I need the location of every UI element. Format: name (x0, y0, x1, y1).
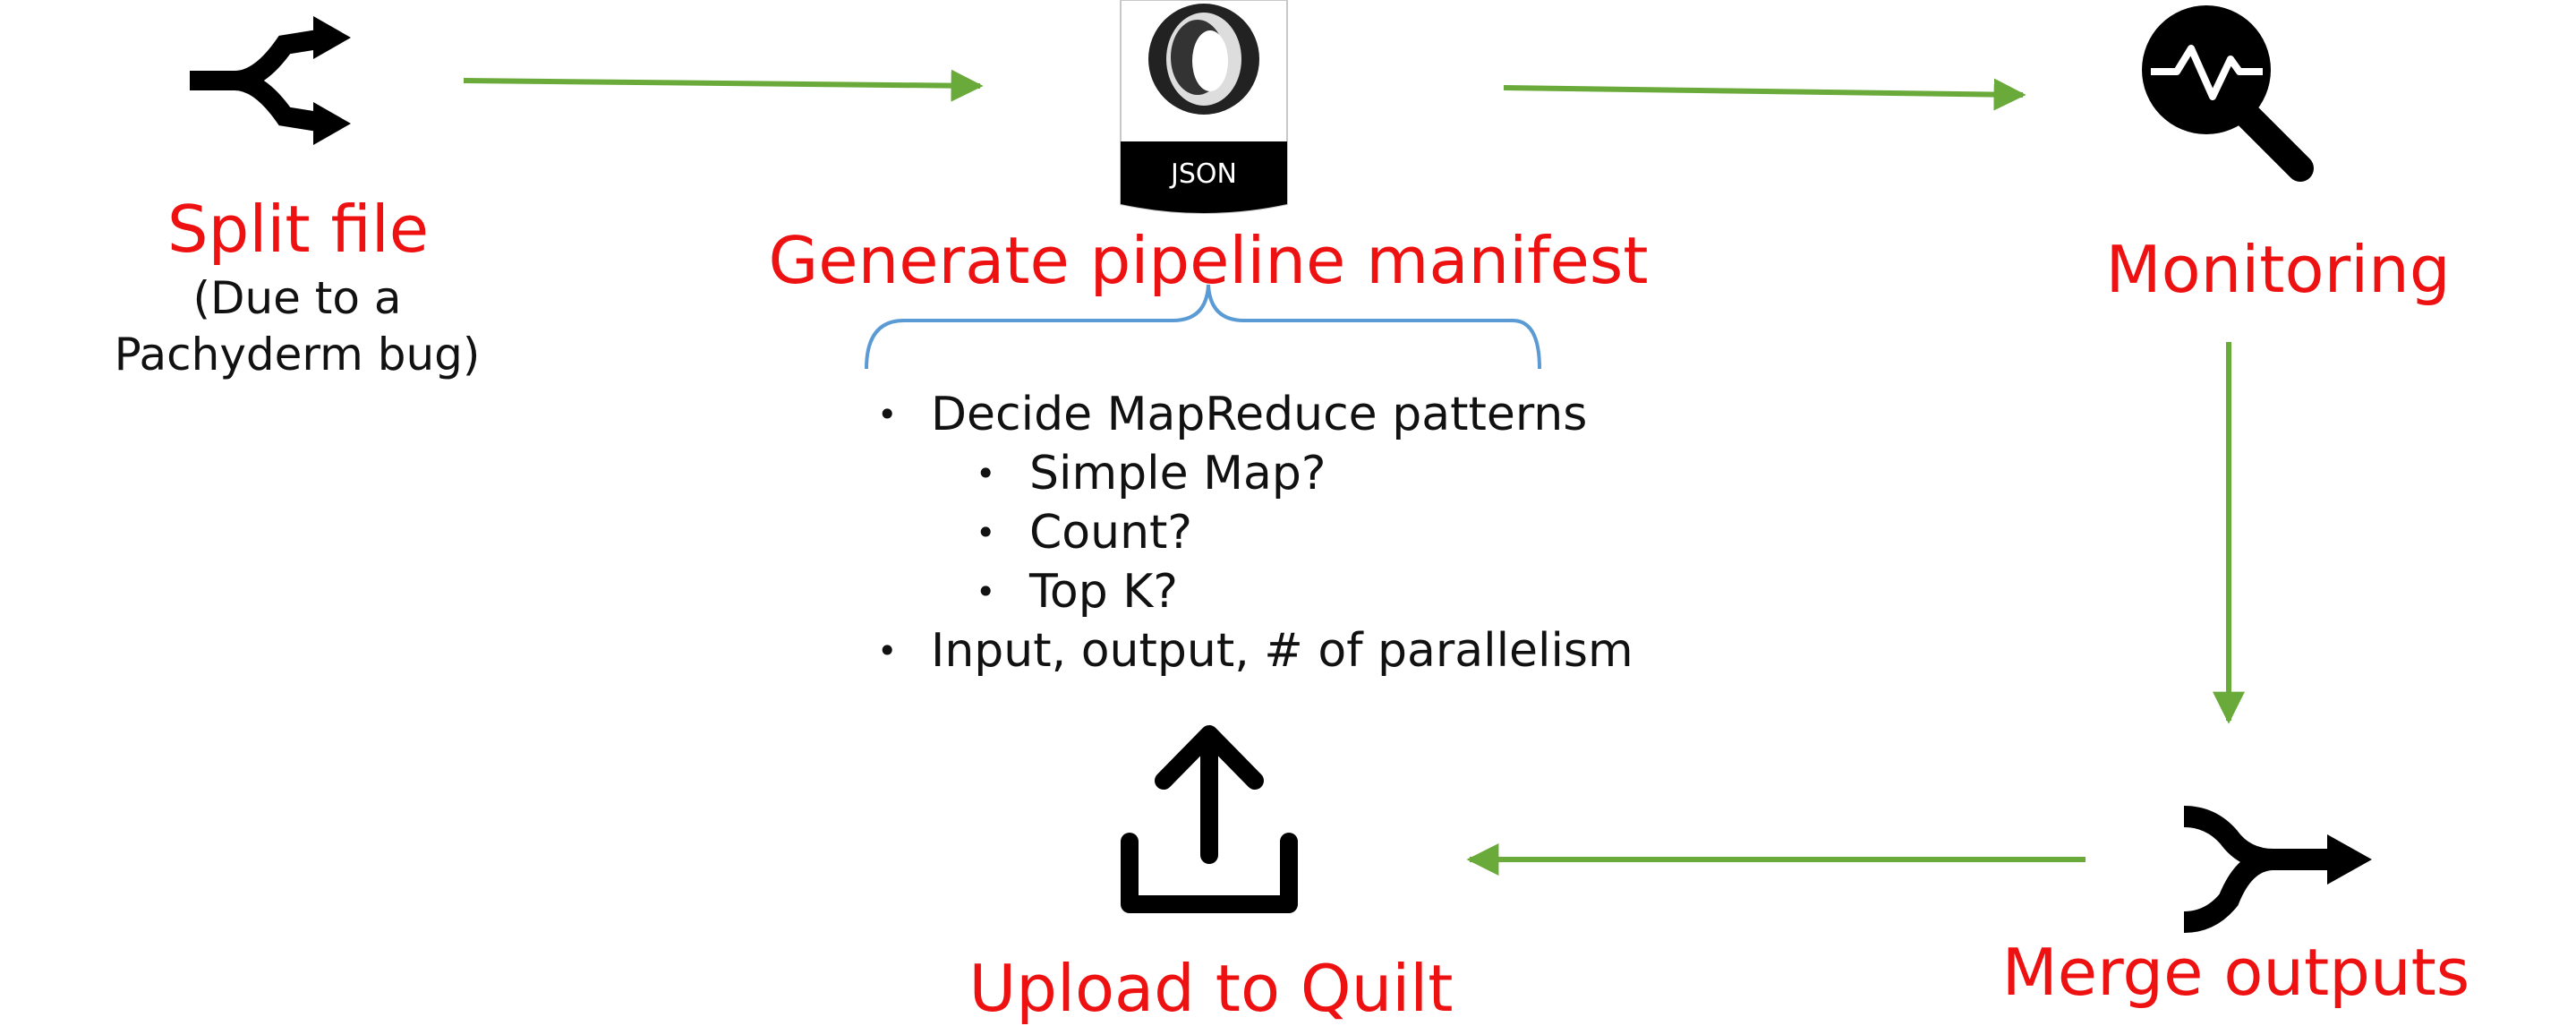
arrow-manifest-to-monitoring (1503, 78, 2026, 111)
split-file-note-line-1: (Due to a (192, 272, 402, 324)
curly-brace (865, 284, 1541, 370)
list-subitem: • Simple Map? (877, 444, 1633, 503)
bullet-icon: • (976, 513, 996, 552)
manifest-details-list: • Decide MapReduce patterns • Simple Map… (877, 385, 1633, 680)
split-file-label: Split file (166, 192, 430, 267)
list-subitem-text: Count? (1029, 506, 1193, 560)
list-item: • Input, output, # of parallelism (877, 621, 1633, 680)
json-file-icon: JSON (1120, 0, 1288, 214)
monitoring-label: Monitoring (2105, 232, 2451, 307)
bullet-icon: • (976, 572, 996, 611)
upload-icon (1121, 725, 1298, 913)
upload-to-quilt-label: Upload to Quilt (968, 951, 1454, 1026)
list-subitem-text: Simple Map? (1029, 447, 1326, 500)
bullet-icon: • (877, 395, 898, 434)
bullet-icon: • (976, 454, 996, 493)
list-item: • Decide MapReduce patterns (877, 385, 1633, 444)
merge-outputs-label: Merge outputs (2001, 935, 2470, 1010)
generate-manifest-label: Generate pipeline manifest (768, 223, 1649, 298)
merge-arrows-icon (2183, 806, 2372, 933)
json-icon-label: JSON (1169, 158, 1237, 190)
magnifier-pulse-icon (2142, 5, 2314, 182)
list-item-text: Input, output, # of parallelism (931, 624, 1633, 678)
list-item-text: Decide MapReduce patterns (931, 388, 1588, 441)
list-subitem-text: Top K? (1029, 565, 1178, 619)
arrow-split-to-manifest (463, 69, 984, 102)
list-subitem: • Count? (877, 503, 1633, 562)
list-subitem: • Top K? (877, 562, 1633, 621)
split-file-note: (Due to a Pachyderm bug) (115, 270, 481, 382)
split-arrows-icon (190, 16, 351, 145)
bullet-icon: • (877, 631, 898, 671)
split-file-note-line-2: Pachyderm bug) (114, 328, 481, 380)
